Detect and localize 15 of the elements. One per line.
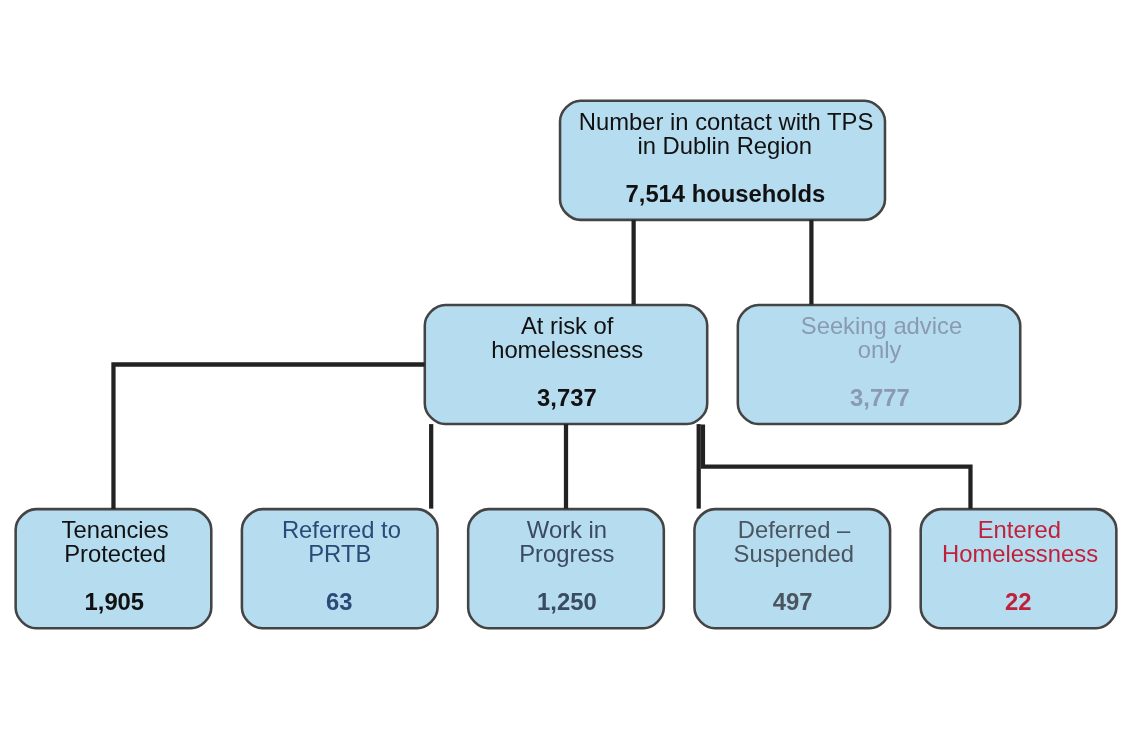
node-box: Seeking advice only 3,777 — [736, 303, 1022, 426]
connector — [700, 424, 973, 509]
node-box: Entered Homelessness 22 — [919, 507, 1118, 630]
connector — [429, 424, 434, 509]
node-box: Tenancies Protected 1,905 — [14, 507, 213, 630]
node-box: Work in Progress 1,250 — [466, 507, 666, 630]
node-box: Number in contact with TPS in Dublin Region 7,514 households — [558, 99, 887, 222]
node-box: At risk of homelessness 3,737 — [423, 303, 709, 426]
node-box: Referred to PRTB 63 — [240, 507, 439, 630]
connector — [563, 424, 569, 509]
connector — [111, 362, 425, 510]
node-box: Deferred – Suspended 497 — [693, 507, 892, 630]
connector — [631, 219, 636, 305]
connector — [809, 219, 814, 305]
connector — [696, 424, 701, 509]
